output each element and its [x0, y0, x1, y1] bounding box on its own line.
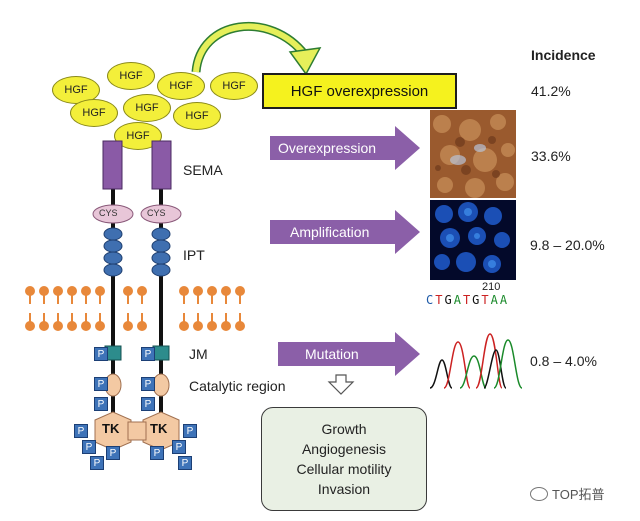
lipid-head [221, 321, 231, 331]
ipt-label: IPT [183, 247, 205, 263]
outcome-item: Angiogenesis [301, 441, 387, 457]
outcome-item: Cellular motility [296, 461, 392, 477]
phospho-p-box: P [150, 446, 164, 460]
hgf-overexpression-box: HGF overexpression [262, 73, 457, 109]
chat-icon [530, 487, 548, 501]
lipid-head [95, 321, 105, 331]
fish-amplification-image [430, 200, 516, 280]
phospho-p-box: P [183, 424, 197, 438]
lipid-head [137, 321, 147, 331]
sequence-letter: A [490, 293, 500, 307]
phospho-p-box: P [94, 377, 108, 391]
overexpression-arrow-label: Overexpression [278, 140, 377, 156]
tk-label-left: TK [102, 421, 120, 436]
sequence-letter: T [481, 293, 491, 307]
tk-label-right: TK [150, 421, 168, 436]
cys-label-left: CYS [99, 208, 118, 218]
catalytic-region-label: Catalytic region [189, 378, 286, 394]
lipid-head [39, 321, 49, 331]
lipid-head [235, 321, 245, 331]
sequence-letter: A [499, 293, 510, 307]
phospho-p-box: P [94, 347, 108, 361]
lipid-head [207, 286, 217, 296]
sequence-letter: T [435, 293, 445, 307]
cys-label-right: CYS [147, 208, 166, 218]
mutation-arrow-label: Mutation [305, 346, 359, 362]
lipid-head [221, 286, 231, 296]
phospho-p-box: P [141, 397, 155, 411]
lipid-head [53, 321, 63, 331]
lipid-head [81, 286, 91, 296]
lipid-head [193, 286, 203, 296]
sequence-letter: A [453, 293, 463, 307]
lipid-head [53, 286, 63, 296]
jm-label: JM [189, 346, 208, 362]
lipid-head [25, 321, 35, 331]
incidence-overexpression: 33.6% [531, 148, 571, 164]
chromatogram-trace [430, 333, 522, 389]
outcome-item: Invasion [317, 481, 371, 497]
cys-domain-left [92, 204, 134, 224]
sequence-letter: C [426, 293, 436, 307]
lipid-head [193, 321, 203, 331]
dna-sequence: CTGATGTAA [426, 293, 509, 307]
sequence-letter: G [472, 293, 482, 307]
lipid-head [207, 321, 217, 331]
lipid-head [25, 286, 35, 296]
incidence-mutation: 0.8 – 4.0% [530, 353, 597, 369]
hgf-ligand: HGF [123, 94, 171, 122]
cell-membrane [25, 286, 245, 331]
sequence-position: 210 [482, 281, 501, 293]
lipid-head [123, 321, 133, 331]
amplification-arrow-label: Amplification [290, 224, 370, 240]
lipid-head [179, 286, 189, 296]
cys-domain-right [140, 204, 182, 224]
phospho-p-box: P [82, 440, 96, 454]
sequence-letter: G [444, 293, 454, 307]
biological-outcomes-box: Growth Angiogenesis Cellular motility In… [261, 407, 427, 511]
hgf-ligand: HGF [157, 72, 205, 100]
hgf-ligand: HGF [52, 76, 100, 104]
phospho-p-box: P [106, 446, 120, 460]
phospho-p-box: P [178, 456, 192, 470]
phospho-p-box: P [141, 377, 155, 391]
lipid-head [179, 321, 189, 331]
phospho-p-box: P [74, 424, 88, 438]
lipid-head [235, 286, 245, 296]
sema-label: SEMA [183, 162, 223, 178]
phospho-p-box: P [90, 456, 104, 470]
lipid-head [137, 286, 147, 296]
sema-domain-left [102, 140, 123, 190]
lipid-head [67, 321, 77, 331]
outcome-item: Growth [321, 421, 367, 437]
phospho-p-box: P [94, 397, 108, 411]
incidence-hgf: 41.2% [531, 83, 571, 99]
ihc-stain-image [430, 110, 516, 198]
lipid-head [67, 286, 77, 296]
lipid-head [123, 286, 133, 296]
hgf-ligand: HGF [107, 62, 155, 90]
watermark: TOP拓普 [530, 484, 605, 503]
hgf-ligand: HGF [70, 99, 118, 127]
hgf-ligand: HGF [210, 72, 258, 100]
lipid-head [81, 321, 91, 331]
phospho-p-box: P [141, 347, 155, 361]
incidence-header: Incidence [531, 47, 596, 63]
sema-domain-right [151, 140, 172, 190]
phospho-p-box: P [172, 440, 186, 454]
sequence-letter: T [462, 293, 473, 307]
incidence-amplification: 9.8 – 20.0% [530, 237, 605, 253]
lipid-head [39, 286, 49, 296]
lipid-head [95, 286, 105, 296]
hgf-ligand: HGF [173, 102, 221, 130]
